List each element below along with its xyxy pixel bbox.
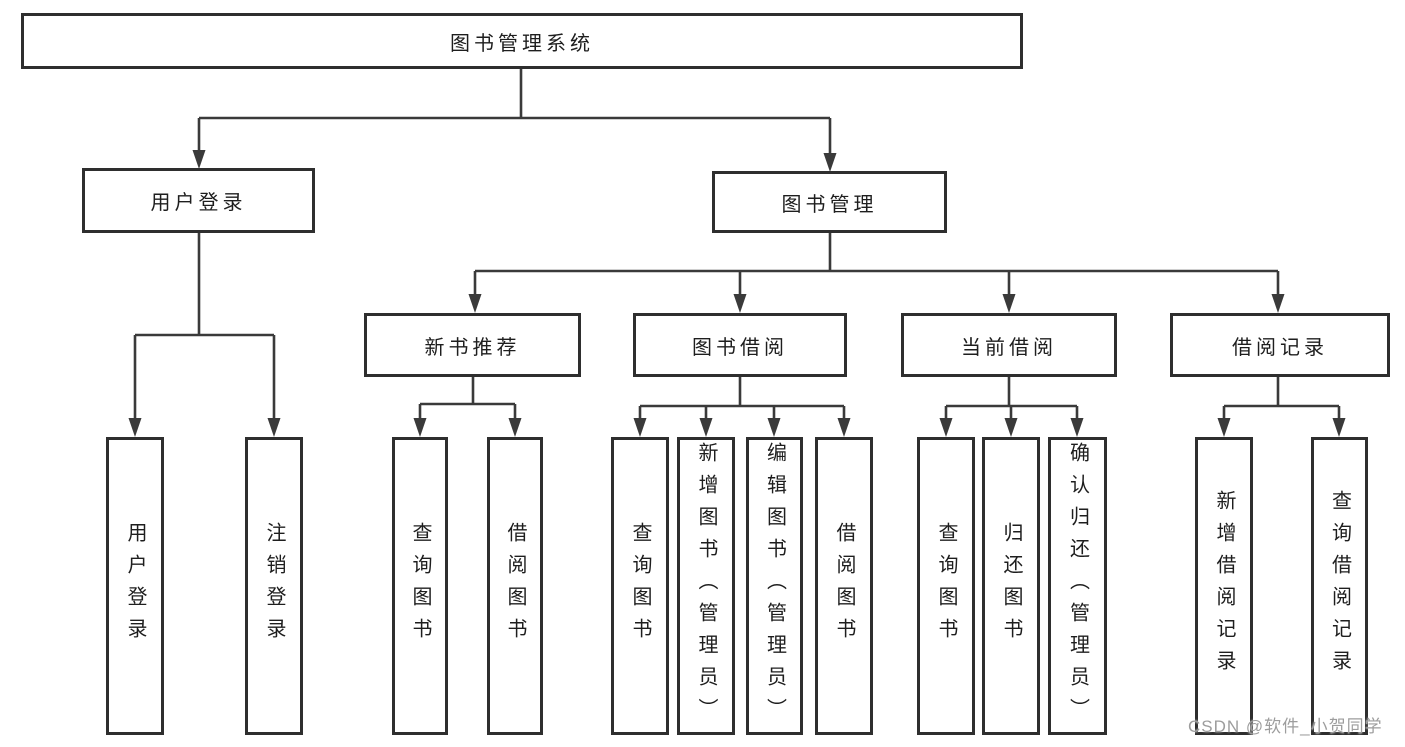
leaf-logout: 注销登录 — [245, 437, 303, 735]
node-borrow-records: 借阅记录 — [1170, 313, 1390, 377]
node-book-management: 图书管理 — [712, 171, 947, 233]
leaf-user-login: 用户登录 — [106, 437, 164, 735]
leaf-edit-book-admin: 编辑图书（管理员） — [746, 437, 803, 735]
leaf-add-borrow-record: 新增借阅记录 — [1195, 437, 1253, 735]
leaf-return-book: 归还图书 — [982, 437, 1040, 735]
node-current-borrow: 当前借阅 — [901, 313, 1117, 377]
leaf-recommend-query-book: 查询图书 — [392, 437, 448, 735]
leaf-current-query-book: 查询图书 — [917, 437, 975, 735]
node-library-management-system: 图书管理系统 — [21, 13, 1023, 69]
node-user-login: 用户登录 — [82, 168, 315, 233]
node-book-borrow: 图书借阅 — [633, 313, 847, 377]
leaf-borrow-query-book: 查询图书 — [611, 437, 669, 735]
leaf-recommend-borrow-book: 借阅图书 — [487, 437, 543, 735]
node-new-book-recommend: 新书推荐 — [364, 313, 581, 377]
csdn-watermark: CSDN @软件_小贺同学 — [1188, 717, 1383, 736]
leaf-add-book-admin: 新增图书（管理员） — [677, 437, 735, 735]
leaf-confirm-return-admin: 确认归还（管理员） — [1048, 437, 1107, 735]
arrowheads — [128, 150, 1346, 437]
leaf-query-borrow-record: 查询借阅记录 — [1311, 437, 1368, 735]
leaf-borrow-book: 借阅图书 — [815, 437, 873, 735]
